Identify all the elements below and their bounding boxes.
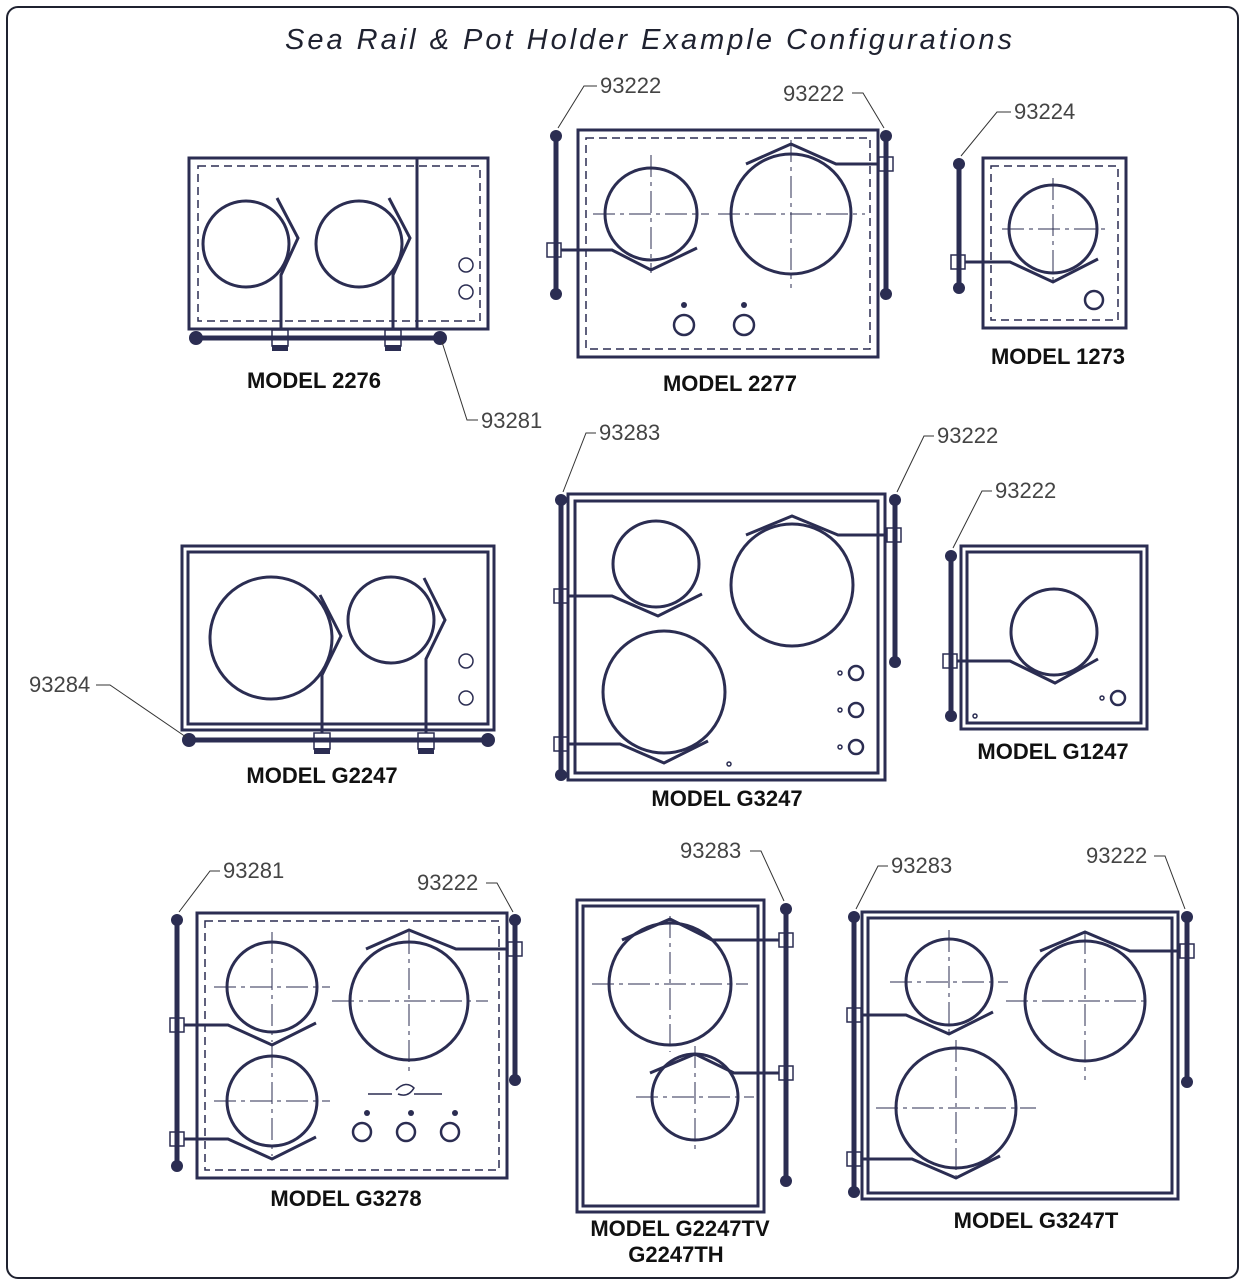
part-93281-leader-a [441,341,478,421]
model-g2247tv-drawing [575,898,794,1214]
model-1273-drawing [950,156,1128,330]
diagram-title: Sea Rail & Pot Holder Example Configurat… [284,24,1016,56]
model-g2247-label: MODEL G2247 [246,763,397,788]
model-2277-label: MODEL 2277 [663,371,797,396]
model-g2247tv-label: MODEL G2247TV [590,1216,770,1241]
part-number-93222-f: 93222 [1086,843,1147,868]
model-2276-drawing [187,156,490,351]
part-number-93222-a: 93222 [600,73,661,98]
model-g1247-drawing [942,544,1149,731]
part-number-93281-a: 93281 [481,408,542,433]
part-number-93284: 93284 [29,672,90,697]
model-2276-label: MODEL 2276 [247,368,381,393]
model-g3247t-drawing [846,910,1195,1201]
part-number-93283-b: 93283 [680,838,741,863]
model-g3247-drawing [553,492,902,782]
model-g1247-label: MODEL G1247 [977,739,1128,764]
part-number-93222-b: 93222 [783,81,844,106]
part-number-93281-b: 93281 [223,858,284,883]
model-g2247th-label: G2247TH [628,1242,723,1267]
model-g3278-label: MODEL G3278 [270,1186,421,1211]
part-number-93222-d: 93222 [995,478,1056,503]
model-g3247-label: MODEL G3247 [651,786,802,811]
part-number-93222-c: 93222 [937,423,998,448]
part-number-93224: 93224 [1014,99,1075,124]
part-number-93283-a: 93283 [599,420,660,445]
diagram-frame [6,6,1239,1279]
model-2277-drawing [546,128,894,359]
model-1273-label: MODEL 1273 [991,344,1125,369]
model-g2247-drawing [180,544,496,754]
model-g3278-drawing [169,911,523,1180]
part-number-93222-e: 93222 [417,870,478,895]
part-number-93283-c: 93283 [891,853,952,878]
model-g3247t-label: MODEL G3247T [954,1208,1119,1233]
